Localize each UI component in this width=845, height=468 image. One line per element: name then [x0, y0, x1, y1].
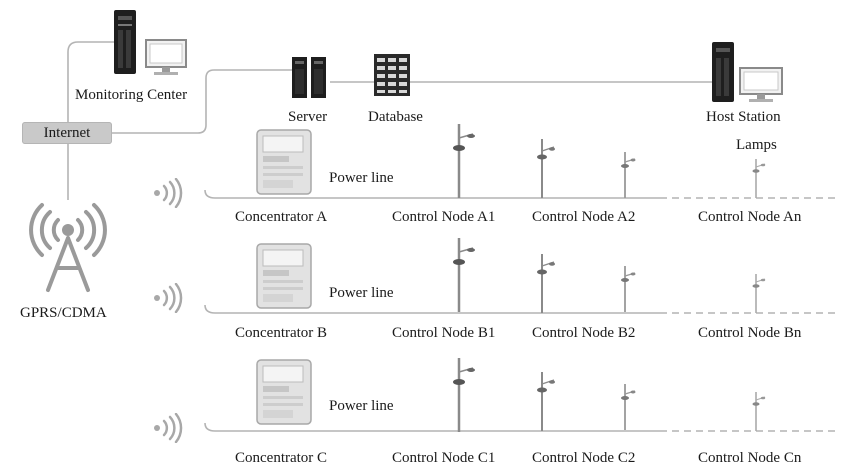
street-lamp-icon: [621, 266, 636, 312]
concentrator-label: Concentrator B: [235, 325, 328, 341]
control-node-label: Control Node B2: [532, 325, 636, 341]
concentrator-meter-icon: [256, 243, 312, 309]
concentrator-meter-icon: [256, 129, 312, 195]
control-node-label: Control Node An: [698, 209, 802, 225]
control-node-label: Control Node A1: [392, 209, 496, 225]
street-lamp-icon: [453, 124, 475, 198]
street-lamp-icon: [537, 254, 555, 313]
server-label: Server: [288, 109, 328, 125]
power-line-label: Power line: [329, 398, 394, 414]
power-line-c: [204, 422, 660, 432]
street-lamp-icon: [621, 152, 636, 198]
street-lamp-icon: [752, 392, 766, 431]
internet-box: Internet: [22, 122, 112, 144]
wireless-signal-icon: [154, 413, 183, 443]
control-node-label: Control Node A2: [532, 209, 636, 225]
street-lamp-icon: [537, 372, 555, 431]
street-lamp-icon: [621, 384, 636, 430]
power-line-b: [204, 304, 660, 314]
control-node-label: Control Node Cn: [698, 450, 802, 466]
database-label: Database: [368, 109, 423, 125]
power-line-label: Power line: [329, 170, 394, 186]
street-lamp-icon: [453, 238, 475, 312]
control-node-label: Control Node Bn: [698, 325, 802, 341]
monitoring-center-label: Monitoring Center: [75, 87, 188, 103]
street-lamp-icon: [537, 139, 555, 198]
gprs-antenna-icon: [29, 203, 107, 292]
control-node-label: Control Node C2: [532, 450, 636, 466]
control-node-label: Control Node C1: [392, 450, 496, 466]
concentrator-label: Concentrator A: [235, 209, 328, 225]
host-station-label: Host Station: [706, 109, 781, 125]
database-icon: [374, 54, 410, 96]
monitoring-link: [67, 41, 118, 122]
internet-server-link: [112, 69, 296, 134]
lamps-label: Lamps: [736, 137, 777, 153]
power-line-a: [204, 189, 660, 199]
control-node-label: Control Node B1: [392, 325, 496, 341]
host-station-computer-icon: [712, 42, 783, 102]
street-lamp-icon: [752, 159, 766, 198]
concentrator-label: Concentrator C: [235, 450, 328, 466]
internet-label: Internet: [43, 124, 91, 141]
server-icon: [292, 57, 326, 98]
wireless-signal-icon: [154, 178, 183, 208]
wireless-signal-icon: [154, 283, 183, 313]
monitoring-center-computer-icon: [114, 10, 187, 75]
street-lamp-icon: [752, 274, 766, 313]
street-lamp-icon: [453, 358, 475, 432]
power-line-label: Power line: [329, 285, 394, 301]
concentrator-meter-icon: [256, 359, 312, 425]
gprs-cdma-label: GPRS/CDMA: [20, 305, 107, 321]
